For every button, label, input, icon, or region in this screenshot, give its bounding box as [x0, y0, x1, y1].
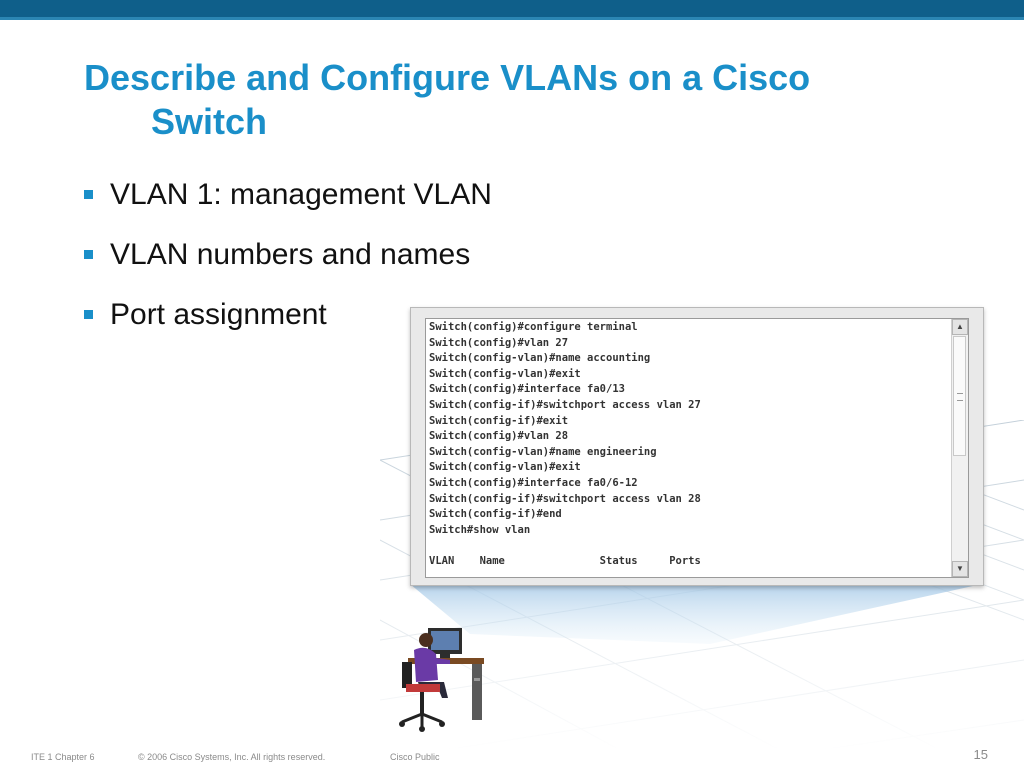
header-bar	[0, 0, 1024, 20]
terminal-line: Switch(config-vlan)#exit	[429, 367, 581, 380]
terminal-line: Switch#show vlan	[429, 523, 531, 536]
bullet-text: Port assignment	[110, 298, 327, 331]
terminal-line: Switch(config-if)#exit	[429, 414, 569, 427]
terminal-line: Switch(config-vlan)#name engineering	[429, 445, 657, 458]
terminal-line: Switch(config-vlan)#name accounting	[429, 352, 651, 365]
terminal-line: Switch(config)#interface fa0/6-12	[429, 476, 638, 489]
terminal-light-beam	[410, 584, 982, 644]
slide-title-line-1: Describe and Configure VLANs on a Cisco	[84, 57, 811, 98]
terminal-line	[429, 538, 701, 554]
slide-number: 15	[973, 747, 988, 762]
bullet-text: VLAN numbers and names	[110, 238, 471, 271]
scroll-up-icon[interactable]: ▲	[952, 319, 968, 335]
bullet-square-icon	[84, 310, 93, 319]
bullet-list: VLAN 1: management VLAN VLAN numbers and…	[84, 172, 492, 352]
terminal-line: Switch(config-vlan)#exit	[429, 461, 581, 474]
bullet-item: VLAN numbers and names	[84, 232, 492, 292]
bullet-item: Port assignment	[84, 292, 492, 352]
slide-title: Describe and Configure VLANs on a Cisco …	[84, 56, 964, 144]
bullet-text: VLAN 1: management VLAN	[110, 178, 492, 211]
bullet-square-icon	[84, 190, 93, 199]
terminal-line: Switch(config-if)#end	[429, 508, 562, 521]
terminal-scrollbar[interactable]: ▲ ▼	[951, 319, 968, 577]
terminal-line: VLAN Name Status Ports	[429, 554, 701, 567]
scroll-grip-icon	[957, 393, 963, 401]
scroll-down-icon[interactable]: ▼	[952, 561, 968, 577]
bullet-item: VLAN 1: management VLAN	[84, 172, 492, 232]
person-at-computer-icon	[399, 628, 484, 732]
footer-course: ITE 1 Chapter 6	[31, 752, 95, 762]
terminal-line: Switch(config-if)#switchport access vlan…	[429, 492, 701, 505]
terminal-line: Switch(config)#configure terminal	[429, 321, 638, 333]
terminal-line: Switch(config)#interface fa0/13	[429, 383, 625, 396]
footer-copyright: © 2006 Cisco Systems, Inc. All rights re…	[138, 752, 326, 762]
terminal-line: Switch(config)#vlan 28	[429, 430, 569, 443]
footer-classification: Cisco Public	[390, 752, 440, 762]
terminal-line: Switch(config)#vlan 27	[429, 336, 569, 349]
terminal-line: Switch(config-if)#switchport access vlan…	[429, 398, 701, 411]
bullet-square-icon	[84, 250, 93, 259]
scroll-thumb[interactable]	[953, 336, 966, 456]
slide-title-line-2: Switch	[151, 101, 268, 142]
